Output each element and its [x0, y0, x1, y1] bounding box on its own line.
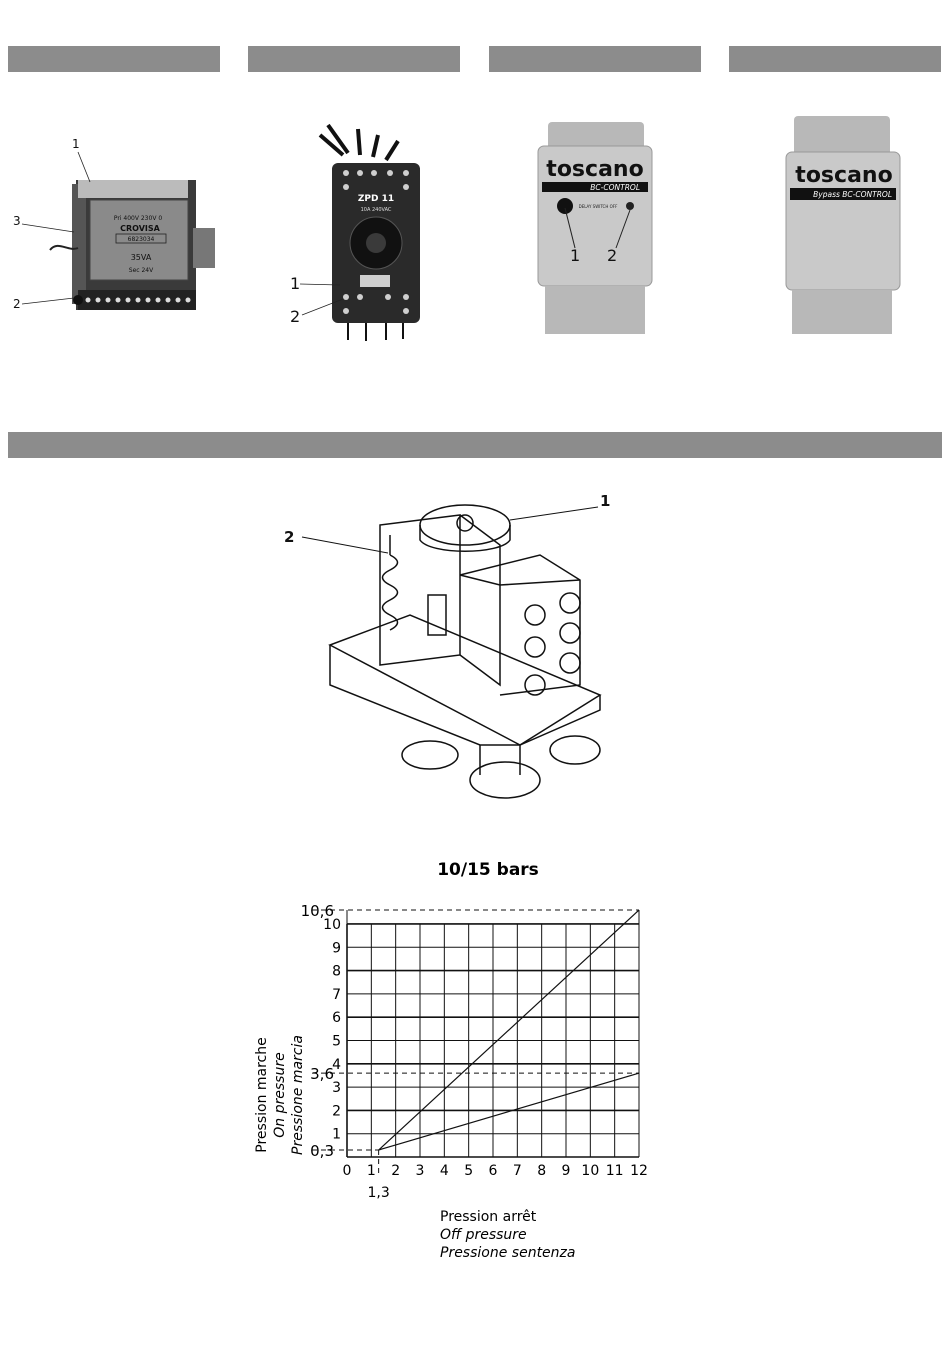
x-tick-special: 1,3: [368, 1185, 390, 1201]
transformer-board-photo: Pri 400V 230V 0 CROVISA 6823034 35VA Sec…: [21, 151, 215, 310]
x-tick-12: 12: [630, 1163, 648, 1179]
x-tick-11: 11: [606, 1163, 624, 1179]
section-bar-2: [248, 46, 460, 72]
x-tick-4: 4: [440, 1163, 449, 1179]
x-axis-label-fr: Pression arrêt: [440, 1209, 537, 1225]
x-tick-0: 0: [343, 1163, 352, 1179]
y-axis-label-en: On pressure: [272, 1052, 288, 1137]
photo1-callout-3: 3: [13, 214, 21, 228]
transformer-line1: Pri 400V 230V 0: [114, 215, 162, 222]
section-bar-3: [489, 46, 701, 72]
x-tick-9: 9: [562, 1163, 571, 1179]
y-axis-label-it: Pressione marcia: [290, 1035, 306, 1155]
y-tick-1: 1: [332, 1127, 341, 1143]
y-tick-8: 8: [332, 964, 341, 980]
photo2-callout-1: 1: [290, 274, 301, 293]
relay-photo: ZPD 11 10A 240VAC: [299, 123, 420, 341]
bypass-bc-control-photo: toscano Bypass BC-CONTROL: [785, 116, 901, 334]
photo3-callout-2: 2: [607, 246, 618, 265]
switch-callout-2: 2: [284, 528, 295, 546]
bc-control-sub: BC-CONTROL: [590, 183, 640, 192]
x-tick-3: 3: [416, 1163, 425, 1179]
y-tick-10: 10: [323, 917, 341, 933]
x-axis-label-en: Off pressure: [440, 1227, 527, 1243]
switch-callout-1: 1: [600, 492, 611, 510]
section-bar-1: [8, 46, 220, 72]
x-tick-5: 5: [464, 1163, 473, 1179]
series-line-0: [378, 909, 640, 1151]
x-tick-6: 6: [489, 1163, 498, 1179]
x-tick-2: 2: [391, 1163, 400, 1179]
x-tick-7: 7: [513, 1163, 522, 1179]
bc-control-knob-label: DELAY SWITCH OFF: [579, 204, 618, 209]
photo1-callout-2: 2: [13, 297, 21, 311]
section-bar-wide: [8, 432, 942, 458]
pressure-switch-drawing: [301, 504, 602, 799]
section-bar-4: [729, 46, 941, 72]
relay-model: ZPD 11: [358, 194, 394, 204]
y-axis-label-fr: Pression marche: [254, 1037, 270, 1152]
transformer-sec: Sec 24V: [129, 267, 154, 274]
y-tick-3: 3: [332, 1080, 341, 1096]
series-line-1: [378, 1072, 640, 1151]
photo3-callout-1: 1: [570, 246, 581, 265]
photo2-callout-2: 2: [290, 307, 301, 326]
y-tick-special-1: 3,6: [310, 1065, 334, 1083]
y-tick-6: 6: [332, 1010, 341, 1026]
chart-title: 10/15 bars: [437, 860, 539, 880]
y-tick-4: 4: [332, 1057, 341, 1073]
y-tick-special-2: 10,6: [301, 902, 334, 920]
photo1-callout-1: 1: [72, 137, 80, 151]
transformer-va: 35VA: [131, 253, 152, 262]
transformer-brand: CROVISA: [120, 224, 161, 233]
bc-control-brand: toscano: [546, 157, 643, 182]
y-tick-7: 7: [332, 987, 341, 1003]
bc-control-photo: toscano BC-CONTROL DELAY SWITCH OFF: [537, 122, 653, 334]
x-tick-8: 8: [537, 1163, 546, 1179]
y-tick-2: 2: [332, 1103, 341, 1119]
y-tick-9: 9: [332, 940, 341, 956]
bypass-sub: Bypass BC-CONTROL: [813, 190, 892, 199]
x-tick-10: 10: [581, 1163, 599, 1179]
y-tick-5: 5: [332, 1033, 341, 1049]
relay-rating: 10A 240VAC: [361, 207, 392, 213]
transformer-ref: 6823034: [128, 236, 155, 243]
y-tick-special-0: 0,3: [310, 1142, 334, 1160]
bypass-brand: toscano: [795, 163, 892, 188]
x-tick-1: 1: [367, 1163, 376, 1179]
x-axis-label-it: Pressione sentenza: [440, 1245, 575, 1261]
